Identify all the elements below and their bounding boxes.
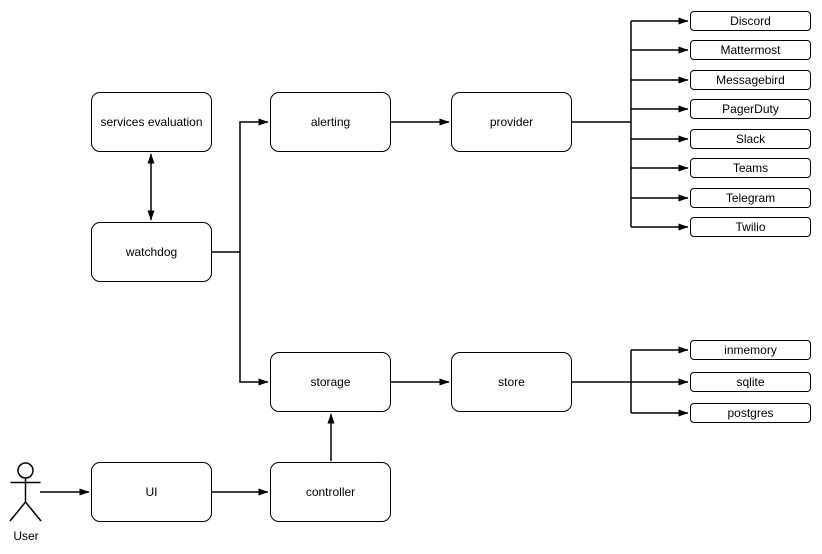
node-watchdog: watchdog: [91, 222, 212, 282]
node-provider: provider: [451, 92, 572, 152]
node-provider-telegram: Telegram: [690, 188, 811, 208]
node-provider-mattermost: Mattermost: [690, 40, 811, 60]
node-store-sqlite: sqlite: [690, 372, 811, 392]
node-controller: controller: [270, 462, 391, 522]
node-store-inmemory: inmemory: [690, 340, 811, 360]
node-ui: UI: [91, 462, 212, 522]
node-store-postgres: postgres: [690, 403, 811, 423]
node-provider-messagebird: Messagebird: [690, 70, 811, 90]
edge-watchdog-to-alerting: [239, 118, 269, 252]
edge-watchdog-to-storage: [239, 252, 269, 386]
node-store: store: [451, 352, 572, 412]
node-provider-teams: Teams: [690, 158, 811, 178]
node-provider-twilio: Twilio: [690, 217, 811, 237]
node-storage: storage: [270, 352, 391, 412]
user-actor-icon: [9, 462, 42, 522]
node-provider-discord: Discord: [690, 11, 811, 31]
node-alerting: alerting: [270, 92, 391, 152]
user-actor-label: User: [13, 529, 39, 543]
node-services-evaluation: services evaluation: [91, 92, 212, 152]
node-provider-slack: Slack: [690, 129, 811, 149]
node-provider-pagerduty: PagerDuty: [690, 99, 811, 119]
